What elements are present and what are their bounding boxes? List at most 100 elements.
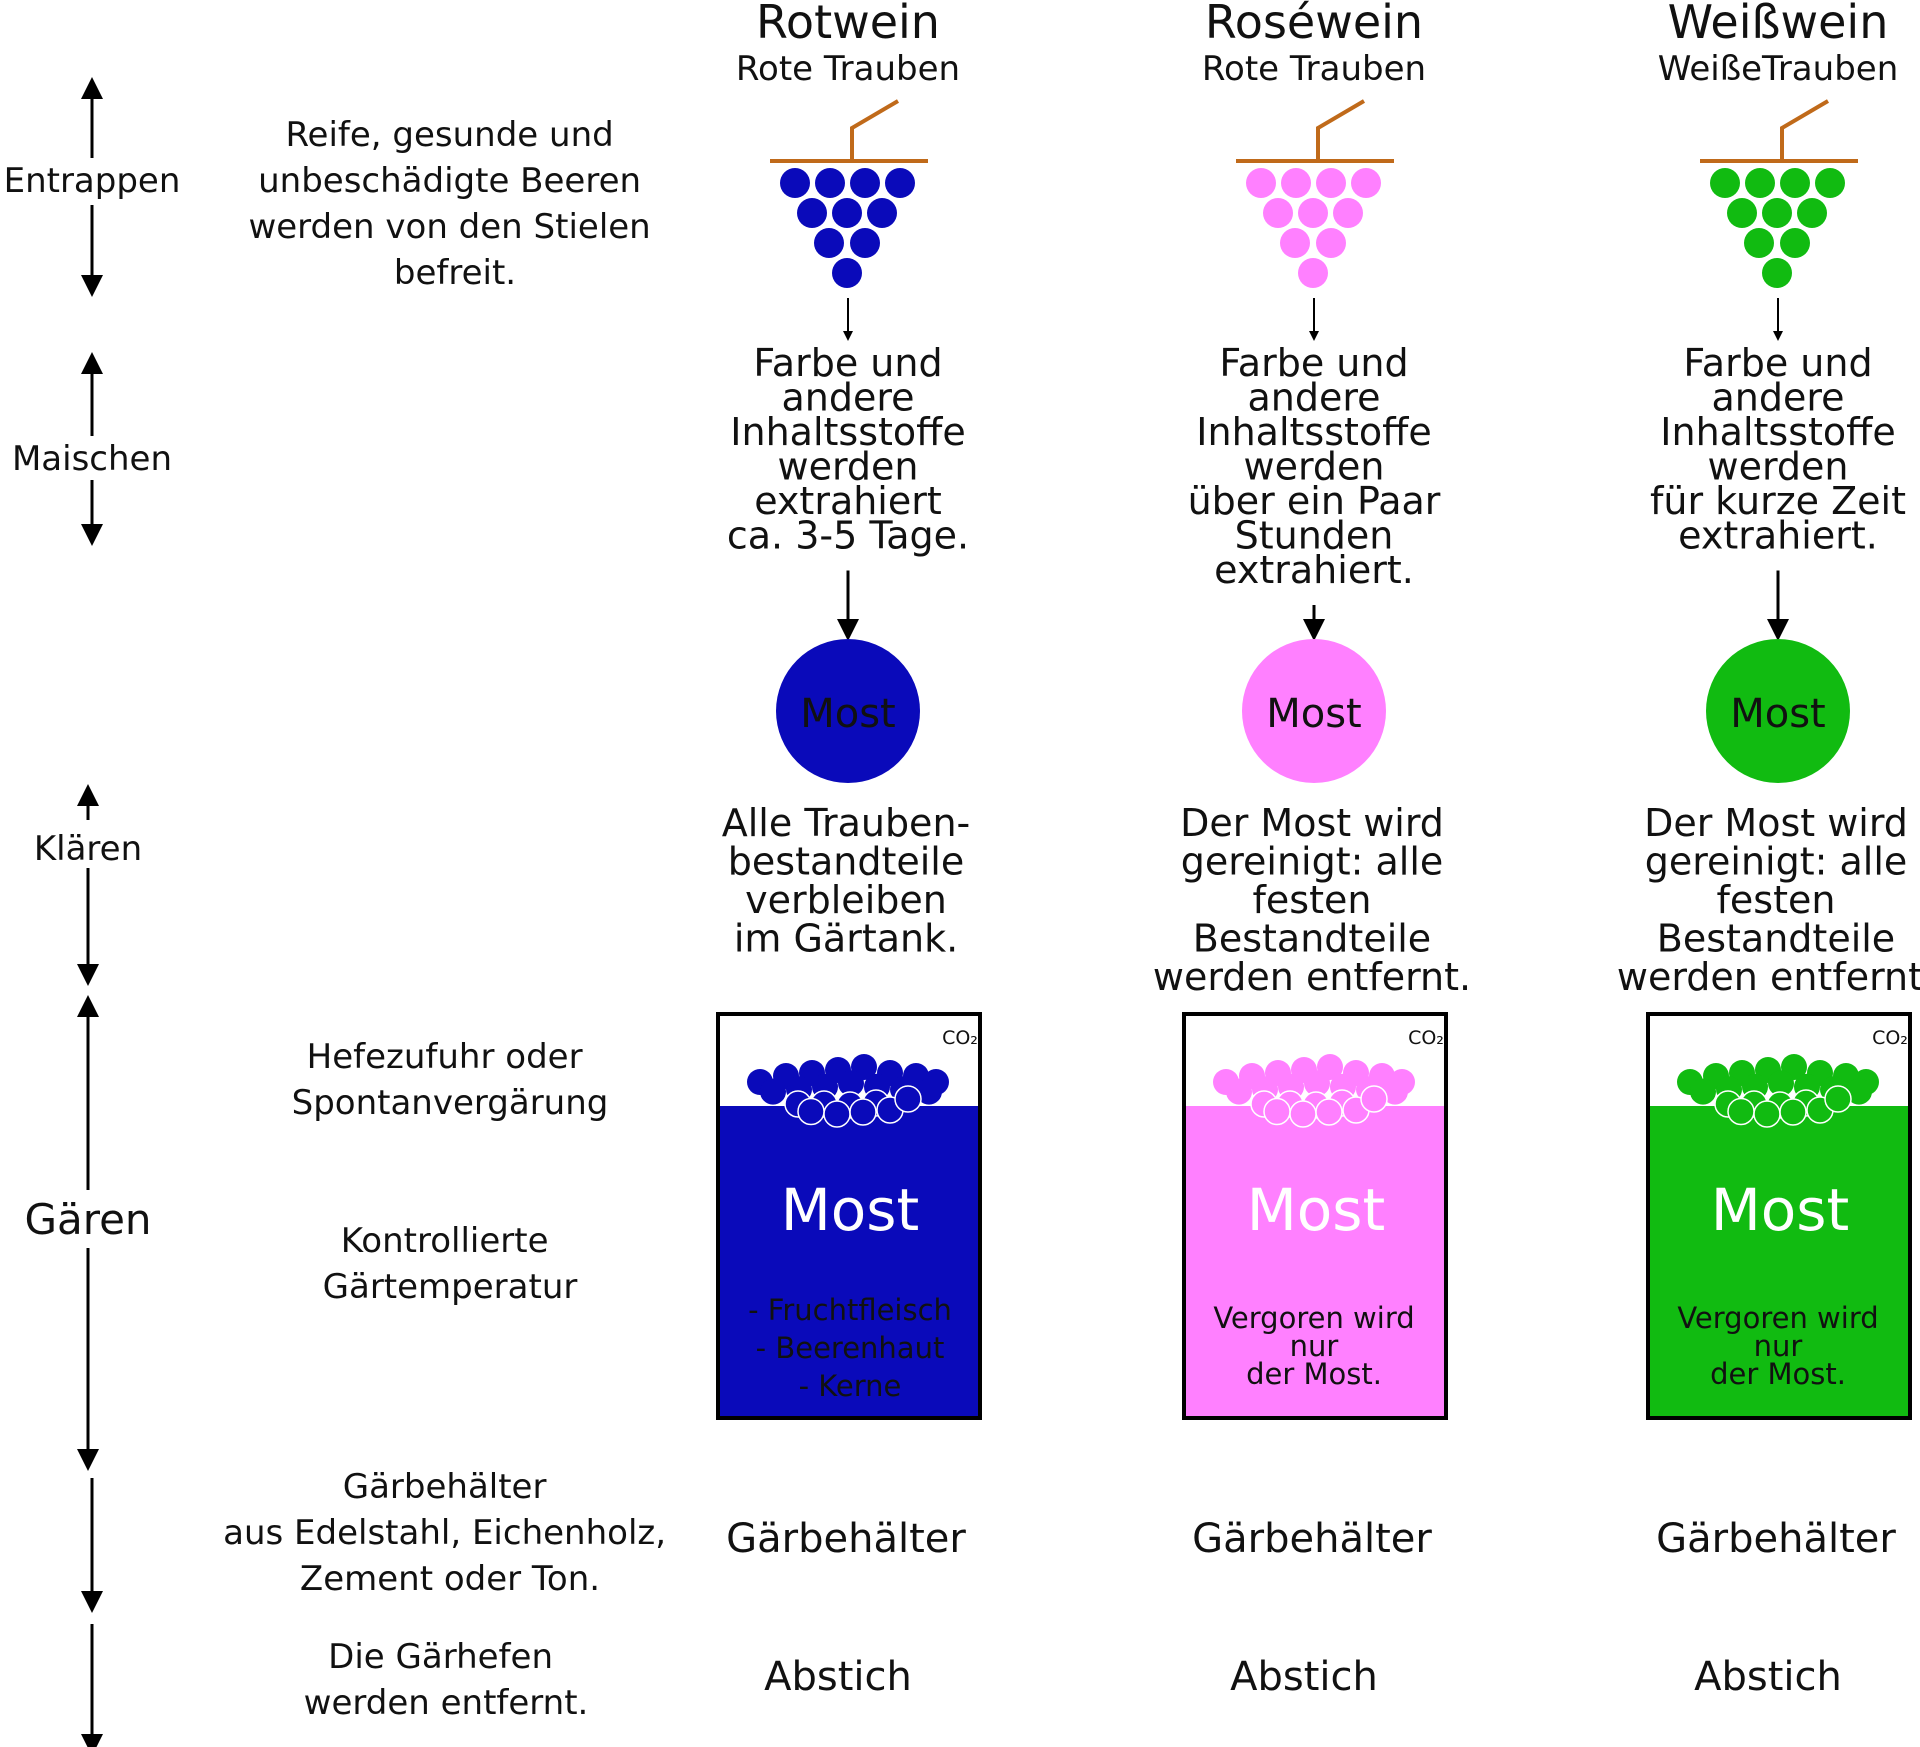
floating-grape bbox=[894, 1085, 922, 1113]
floating-grape bbox=[1289, 1100, 1317, 1128]
wine-subtitle: WeißeTrauben bbox=[1658, 49, 1899, 89]
tank-border bbox=[1182, 1012, 1448, 1420]
grape-berry bbox=[780, 168, 810, 198]
grape-berry bbox=[1263, 198, 1293, 228]
wine-subtitle: Rote Trauben bbox=[1202, 49, 1426, 89]
floating-grape bbox=[1824, 1085, 1852, 1113]
wine-title: Roséwein bbox=[1205, 0, 1423, 49]
tank-liquid bbox=[1184, 1106, 1446, 1418]
stage-gaeren-label: Gären bbox=[24, 1195, 151, 1244]
grape-berry bbox=[1780, 228, 1810, 258]
grape-berry bbox=[1351, 168, 1381, 198]
grape-berry bbox=[1762, 198, 1792, 228]
floating-grape bbox=[849, 1098, 877, 1126]
floating-grape bbox=[1382, 1078, 1408, 1105]
floating-grape bbox=[1304, 1070, 1330, 1097]
wine-title: Rotwein bbox=[756, 0, 940, 49]
grape-berry bbox=[1744, 228, 1774, 258]
grape-berry bbox=[850, 228, 880, 258]
floating-grapes-icon bbox=[747, 1054, 949, 1128]
gaerbehaelter-label: Gärbehälter bbox=[1192, 1516, 1432, 1562]
grape-berry bbox=[850, 168, 880, 198]
grape-berry bbox=[1780, 168, 1810, 198]
co2-label: CO₂ bbox=[1872, 1027, 1908, 1049]
grape-berry bbox=[1316, 228, 1346, 258]
grape-berry bbox=[815, 168, 845, 198]
grape-berry bbox=[814, 228, 844, 258]
stage-maischen-label: Maischen bbox=[12, 439, 172, 479]
stage-entrappen-label: Entrappen bbox=[4, 161, 181, 201]
tank-liquid bbox=[1648, 1106, 1910, 1418]
tank-liquid bbox=[718, 1106, 980, 1418]
floating-grape bbox=[760, 1078, 786, 1105]
most-circle-label: Most bbox=[800, 691, 896, 737]
stage-klaeren-label: Klären bbox=[34, 829, 142, 869]
grape-berry bbox=[1762, 258, 1792, 288]
floating-grape bbox=[1315, 1098, 1343, 1126]
grape-berry bbox=[832, 258, 862, 288]
grape-berry bbox=[885, 168, 915, 198]
wine-title: Weißwein bbox=[1668, 0, 1889, 49]
abstich-label: Abstich bbox=[764, 1654, 912, 1700]
floating-grape bbox=[823, 1100, 851, 1128]
grape-stem bbox=[1316, 99, 1366, 160]
co2-label: CO₂ bbox=[942, 1027, 978, 1049]
grape-stem bbox=[1780, 99, 1830, 160]
floating-grape bbox=[1360, 1085, 1388, 1113]
hefezufuhr-description: Hefezufuhr oder Spontanvergärung bbox=[292, 1037, 609, 1123]
grape-stem bbox=[850, 99, 900, 160]
stage-descriptions: Reife, gesunde und unbeschädigte Beeren … bbox=[223, 115, 666, 1723]
grape-cluster-icon bbox=[1246, 168, 1381, 288]
tank-most-label: Most bbox=[1247, 1176, 1386, 1244]
floating-grape bbox=[1690, 1078, 1716, 1105]
tank-contents-text: - Fruchtfleisch- Beerenhaut- Kerne bbox=[748, 1293, 952, 1403]
grape-berry bbox=[1246, 168, 1276, 198]
grape-berry bbox=[1316, 168, 1346, 198]
floating-grape bbox=[1779, 1098, 1807, 1126]
floating-grape bbox=[1263, 1097, 1291, 1126]
grape-berry bbox=[1797, 198, 1827, 228]
stage-axis: Entrappen Maischen Klären Gären bbox=[4, 77, 181, 1747]
abstich-label: Abstich bbox=[1694, 1654, 1842, 1700]
grape-berry bbox=[797, 198, 827, 228]
most-circle-label: Most bbox=[1266, 691, 1362, 737]
gaerbehaelter-label: Gärbehälter bbox=[726, 1516, 966, 1562]
floating-grape bbox=[1226, 1078, 1252, 1105]
grape-berry bbox=[832, 198, 862, 228]
wine-subtitle: Rote Trauben bbox=[736, 49, 960, 89]
grape-berry bbox=[1710, 168, 1740, 198]
most-circle-label: Most bbox=[1730, 691, 1826, 737]
grape-berry bbox=[1298, 198, 1328, 228]
most-circle bbox=[1706, 639, 1850, 783]
grape-berry bbox=[1333, 198, 1363, 228]
grape-cluster-icon bbox=[780, 168, 915, 288]
floating-grape bbox=[797, 1097, 825, 1126]
floating-grapes-icon bbox=[1677, 1054, 1879, 1128]
entrappen-description: Reife, gesunde und unbeschädigte Beeren … bbox=[248, 115, 661, 293]
floating-grapes-icon bbox=[1213, 1054, 1415, 1128]
grape-berry bbox=[1280, 228, 1310, 258]
tank-border bbox=[716, 1012, 982, 1420]
co2-label: CO₂ bbox=[1408, 1027, 1444, 1049]
gaerbehaelter-label: Gärbehälter bbox=[1656, 1516, 1896, 1562]
abstich-description: Die Gärhefen werden entfernt. bbox=[304, 1637, 589, 1723]
floating-grape bbox=[1753, 1100, 1781, 1128]
floating-grape bbox=[1727, 1097, 1755, 1126]
grape-berry bbox=[1727, 198, 1757, 228]
grape-berry bbox=[867, 198, 897, 228]
grape-berry bbox=[1298, 258, 1328, 288]
floating-grape bbox=[916, 1078, 942, 1105]
